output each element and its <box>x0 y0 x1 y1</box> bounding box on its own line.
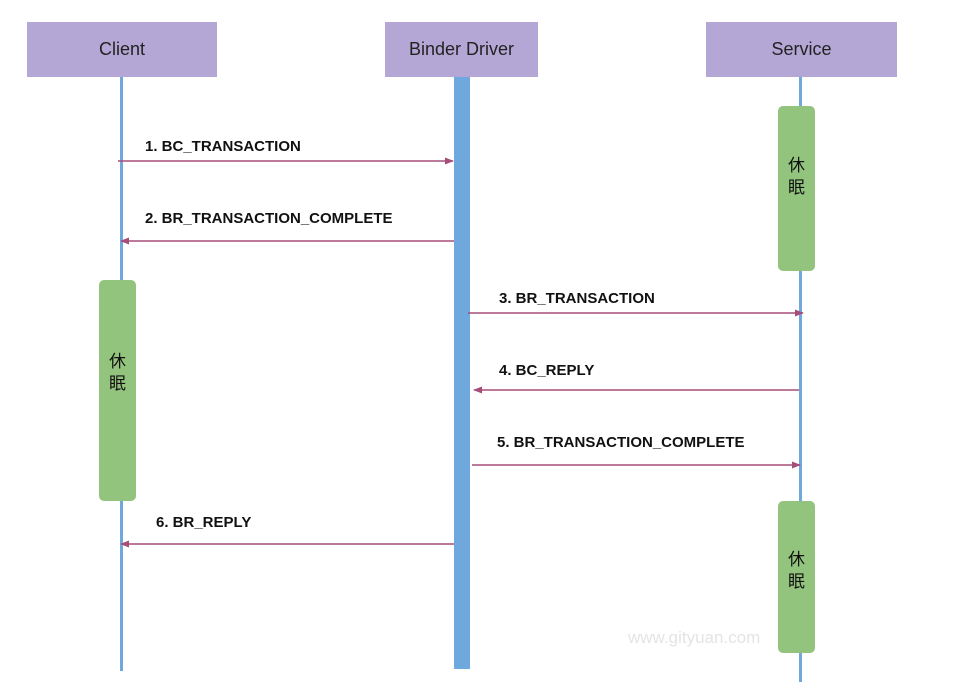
sleep-char: 眠 <box>788 572 805 592</box>
sleep-char: 眠 <box>788 177 805 198</box>
message-label-5: 5. BR_TRANSACTION_COMPLETE <box>497 434 745 451</box>
message-label-2: 2. BR_TRANSACTION_COMPLETE <box>145 210 393 227</box>
actor-binder-driver: Binder Driver <box>385 22 538 77</box>
message-label-3: 3. BR_TRANSACTION <box>499 290 655 307</box>
watermark: www.gityuan.com <box>628 628 761 647</box>
service-sleep-block-1: 休 眠 <box>778 106 815 271</box>
actor-client: Client <box>27 22 217 77</box>
sleep-char: 眠 <box>109 374 126 394</box>
client-sleep-block: 休 眠 <box>99 280 136 501</box>
message-label-4: 4. BC_REPLY <box>499 362 595 379</box>
message-label-6: 6. BR_REPLY <box>156 514 252 531</box>
sleep-char: 休 <box>109 352 126 372</box>
sleep-char: 休 <box>788 155 805 176</box>
message-label-1: 1. BC_TRANSACTION <box>145 138 301 155</box>
actor-service: Service <box>706 22 897 77</box>
service-lifeline <box>799 77 802 682</box>
service-sleep-block-2: 休 眠 <box>778 501 815 653</box>
binder-driver-activation-bar <box>454 77 470 669</box>
sleep-char: 休 <box>788 550 805 570</box>
